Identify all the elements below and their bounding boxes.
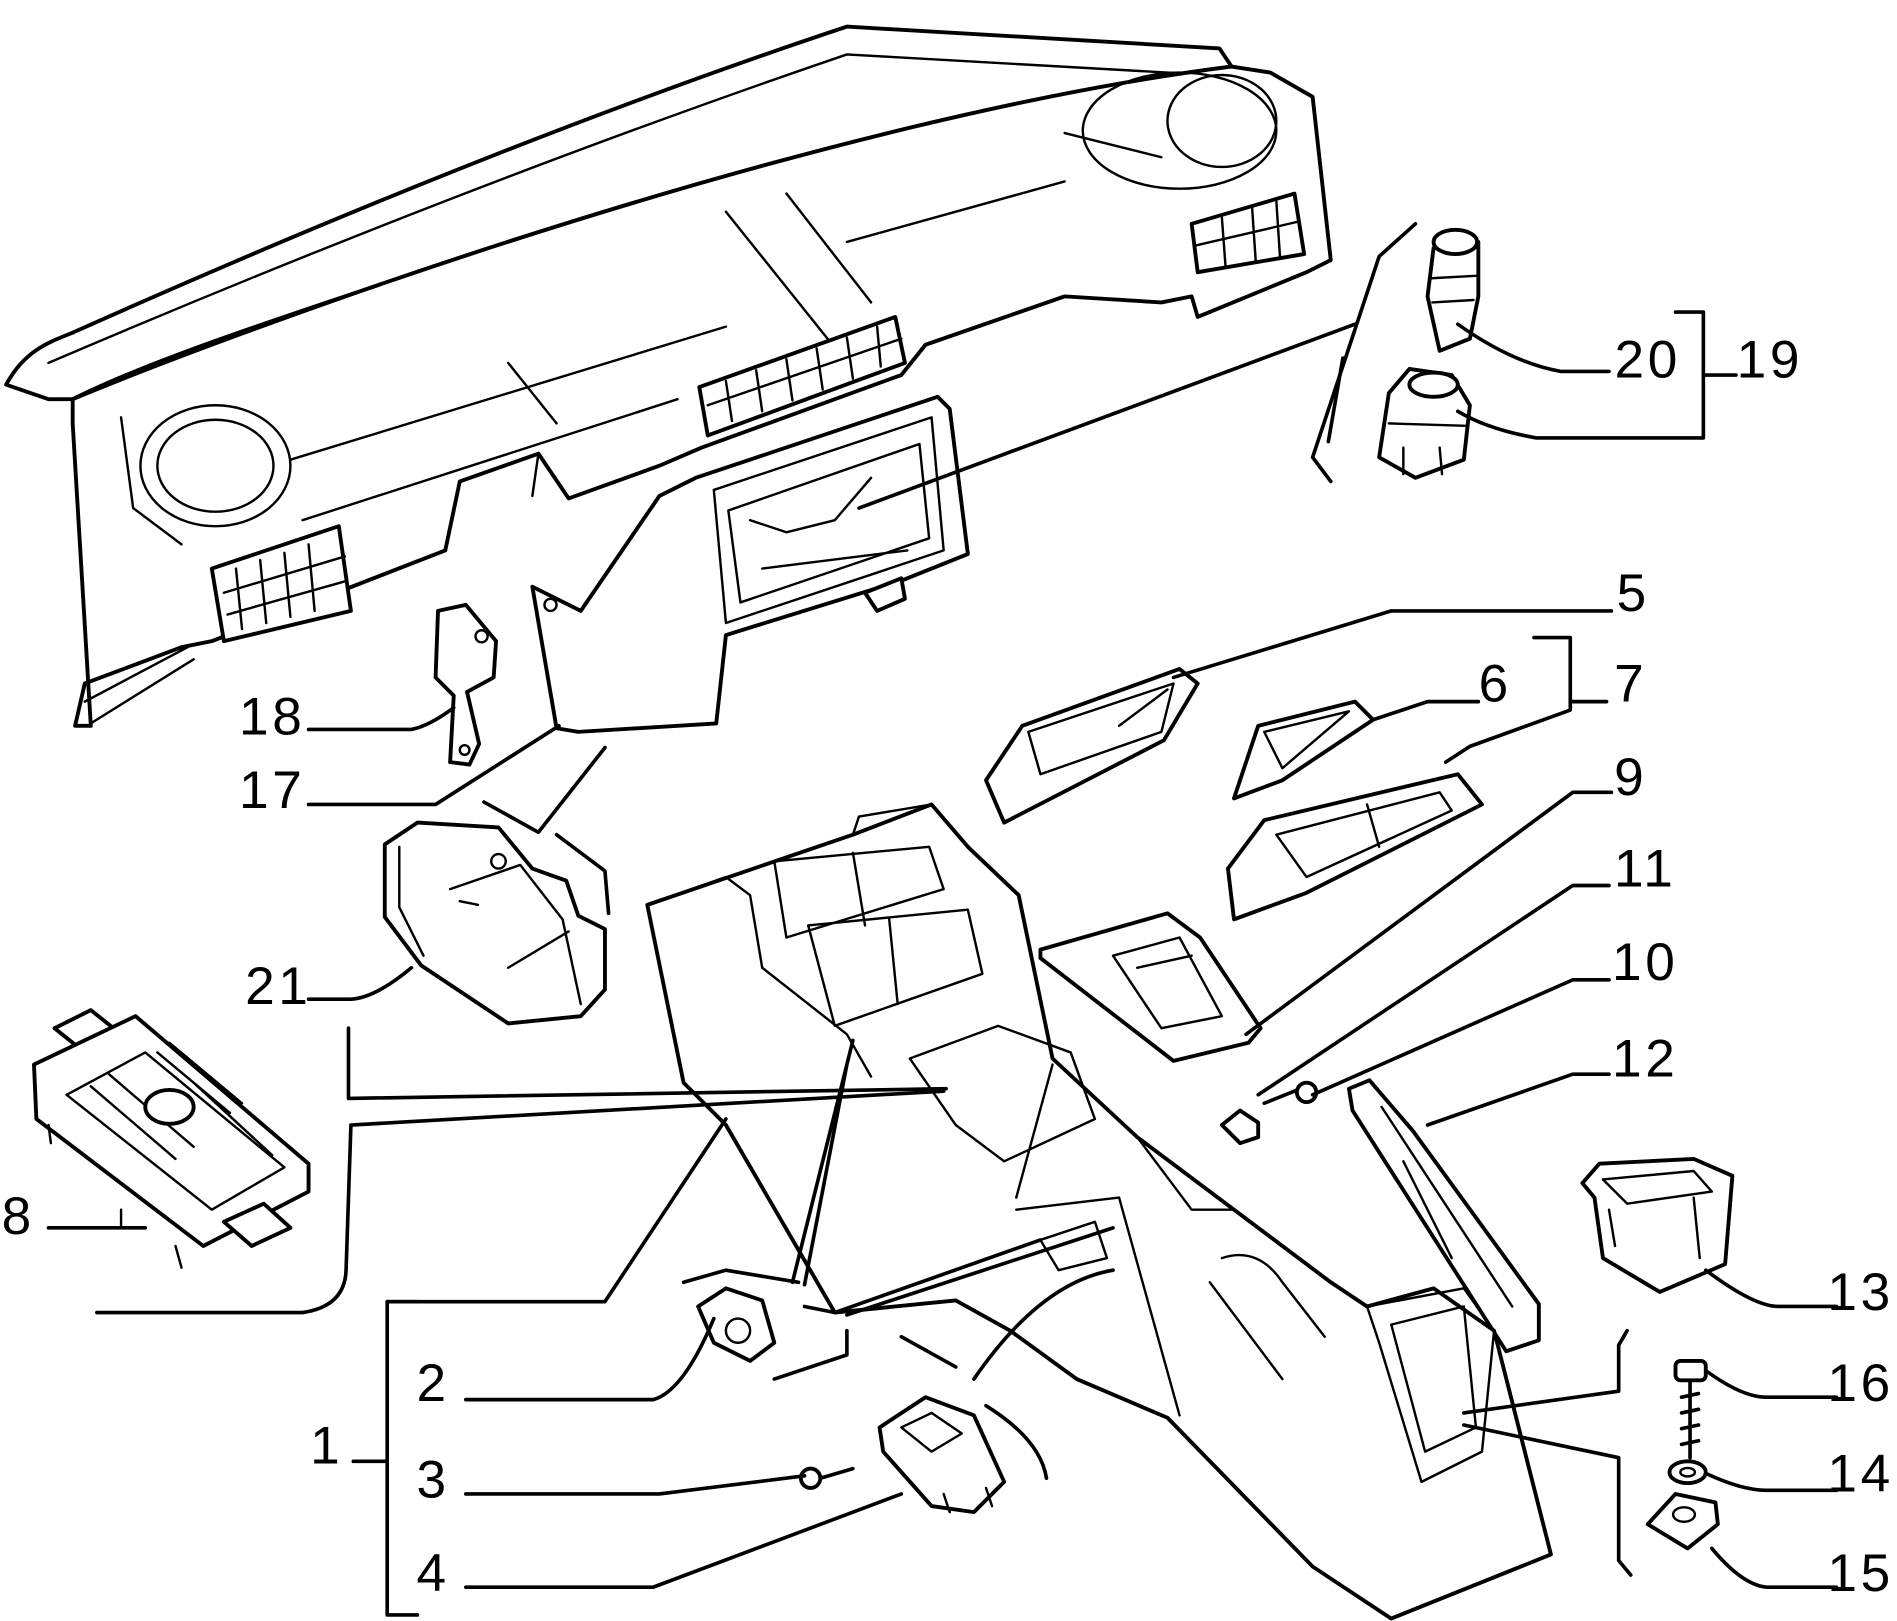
heater-control-panel: [32, 1008, 311, 1269]
part-label-11: 11: [1614, 840, 1677, 899]
leader-line-4: [464, 1492, 904, 1589]
leader-line-12: [1425, 1072, 1611, 1127]
cigar-lighter-knob: [1425, 227, 1481, 353]
part-label-21: 21: [245, 957, 311, 1016]
leader-line-1-console: [385, 1117, 728, 1304]
part-label-12: 12: [1612, 1030, 1678, 1089]
leader-line-5: [1171, 609, 1614, 680]
bracket-1: [385, 1299, 420, 1617]
part-label-18: 18: [239, 687, 305, 746]
bracket-19: [1455, 310, 1706, 440]
gear-lever-cover: [1038, 911, 1263, 1063]
retaining-clip: [1219, 1108, 1261, 1146]
part-label-17: 17: [239, 761, 305, 820]
leader-line-11: [1256, 883, 1611, 1097]
console-tray-insert: [984, 667, 1200, 825]
part-label-15: 15: [1827, 1544, 1893, 1603]
part-label-16: 16: [1827, 1354, 1893, 1413]
side-cover-housing: [382, 820, 607, 1026]
leader-line-2: [464, 1316, 716, 1402]
leader-line-17: [306, 724, 561, 807]
self-tapping-screw: [798, 1466, 855, 1490]
leader-line-21: [306, 965, 414, 1002]
bracket-7: [1443, 635, 1573, 764]
leader-line-13: [1703, 1268, 1839, 1309]
switch-bezel: [877, 1395, 1007, 1515]
rear-ashtray-unit: [1580, 1156, 1735, 1294]
part-label-3: 3: [417, 1451, 450, 1510]
part-label-20: 20: [1614, 330, 1680, 389]
lower-center-panel: [530, 394, 970, 734]
part-label-8: 8: [2, 1187, 35, 1246]
right-air-vent: [1189, 191, 1307, 275]
part-label-5: 5: [1617, 564, 1650, 623]
mounting-bracket: [433, 602, 499, 767]
part-labels: 20 19 5 6 7 9 11 10 12 13 16 14 15 18 17…: [2, 330, 1893, 1603]
dashboard-panel: [4, 24, 1333, 728]
leader-line-20: [1455, 322, 1611, 374]
ashtray-insert: [1232, 699, 1376, 801]
leader-line-16: [1703, 1368, 1839, 1400]
part-label-6: 6: [1479, 655, 1512, 714]
ashtray-housing: [1226, 772, 1484, 922]
leader-line-3: [464, 1474, 807, 1496]
washer: [1667, 1459, 1708, 1486]
leader-line-15: [1710, 1546, 1839, 1589]
leader-lines: [46, 310, 1839, 1617]
armrest-lid: [1346, 1078, 1541, 1354]
part-label-13: 13: [1827, 1263, 1893, 1322]
leader-line-9: [1244, 790, 1614, 1037]
part-label-9: 9: [1614, 748, 1647, 807]
bolt: [1673, 1358, 1708, 1460]
center-console: [645, 802, 1553, 1621]
center-air-vent: [697, 315, 907, 438]
part-label-7: 7: [1614, 655, 1647, 714]
cigar-lighter-socket: [1377, 367, 1472, 480]
cage-nut: [1645, 1492, 1720, 1551]
leader-line-10: [1310, 978, 1611, 1097]
leader-line-18: [306, 705, 456, 732]
part-label-4: 4: [417, 1544, 450, 1603]
leader-line-6: [1371, 699, 1481, 722]
part-label-10: 10: [1612, 933, 1678, 992]
construction-lines: [95, 221, 1633, 1577]
part-label-1: 1: [310, 1417, 343, 1476]
part-label-2: 2: [417, 1354, 450, 1413]
part-label-14: 14: [1827, 1445, 1893, 1504]
leader-line-14: [1703, 1471, 1839, 1493]
rubber-grommet: [696, 1286, 777, 1363]
left-air-vent: [209, 524, 353, 644]
heater-control-knob: [143, 1088, 196, 1126]
part-label-19: 19: [1737, 330, 1803, 389]
left-gauge-recess: [139, 404, 292, 528]
